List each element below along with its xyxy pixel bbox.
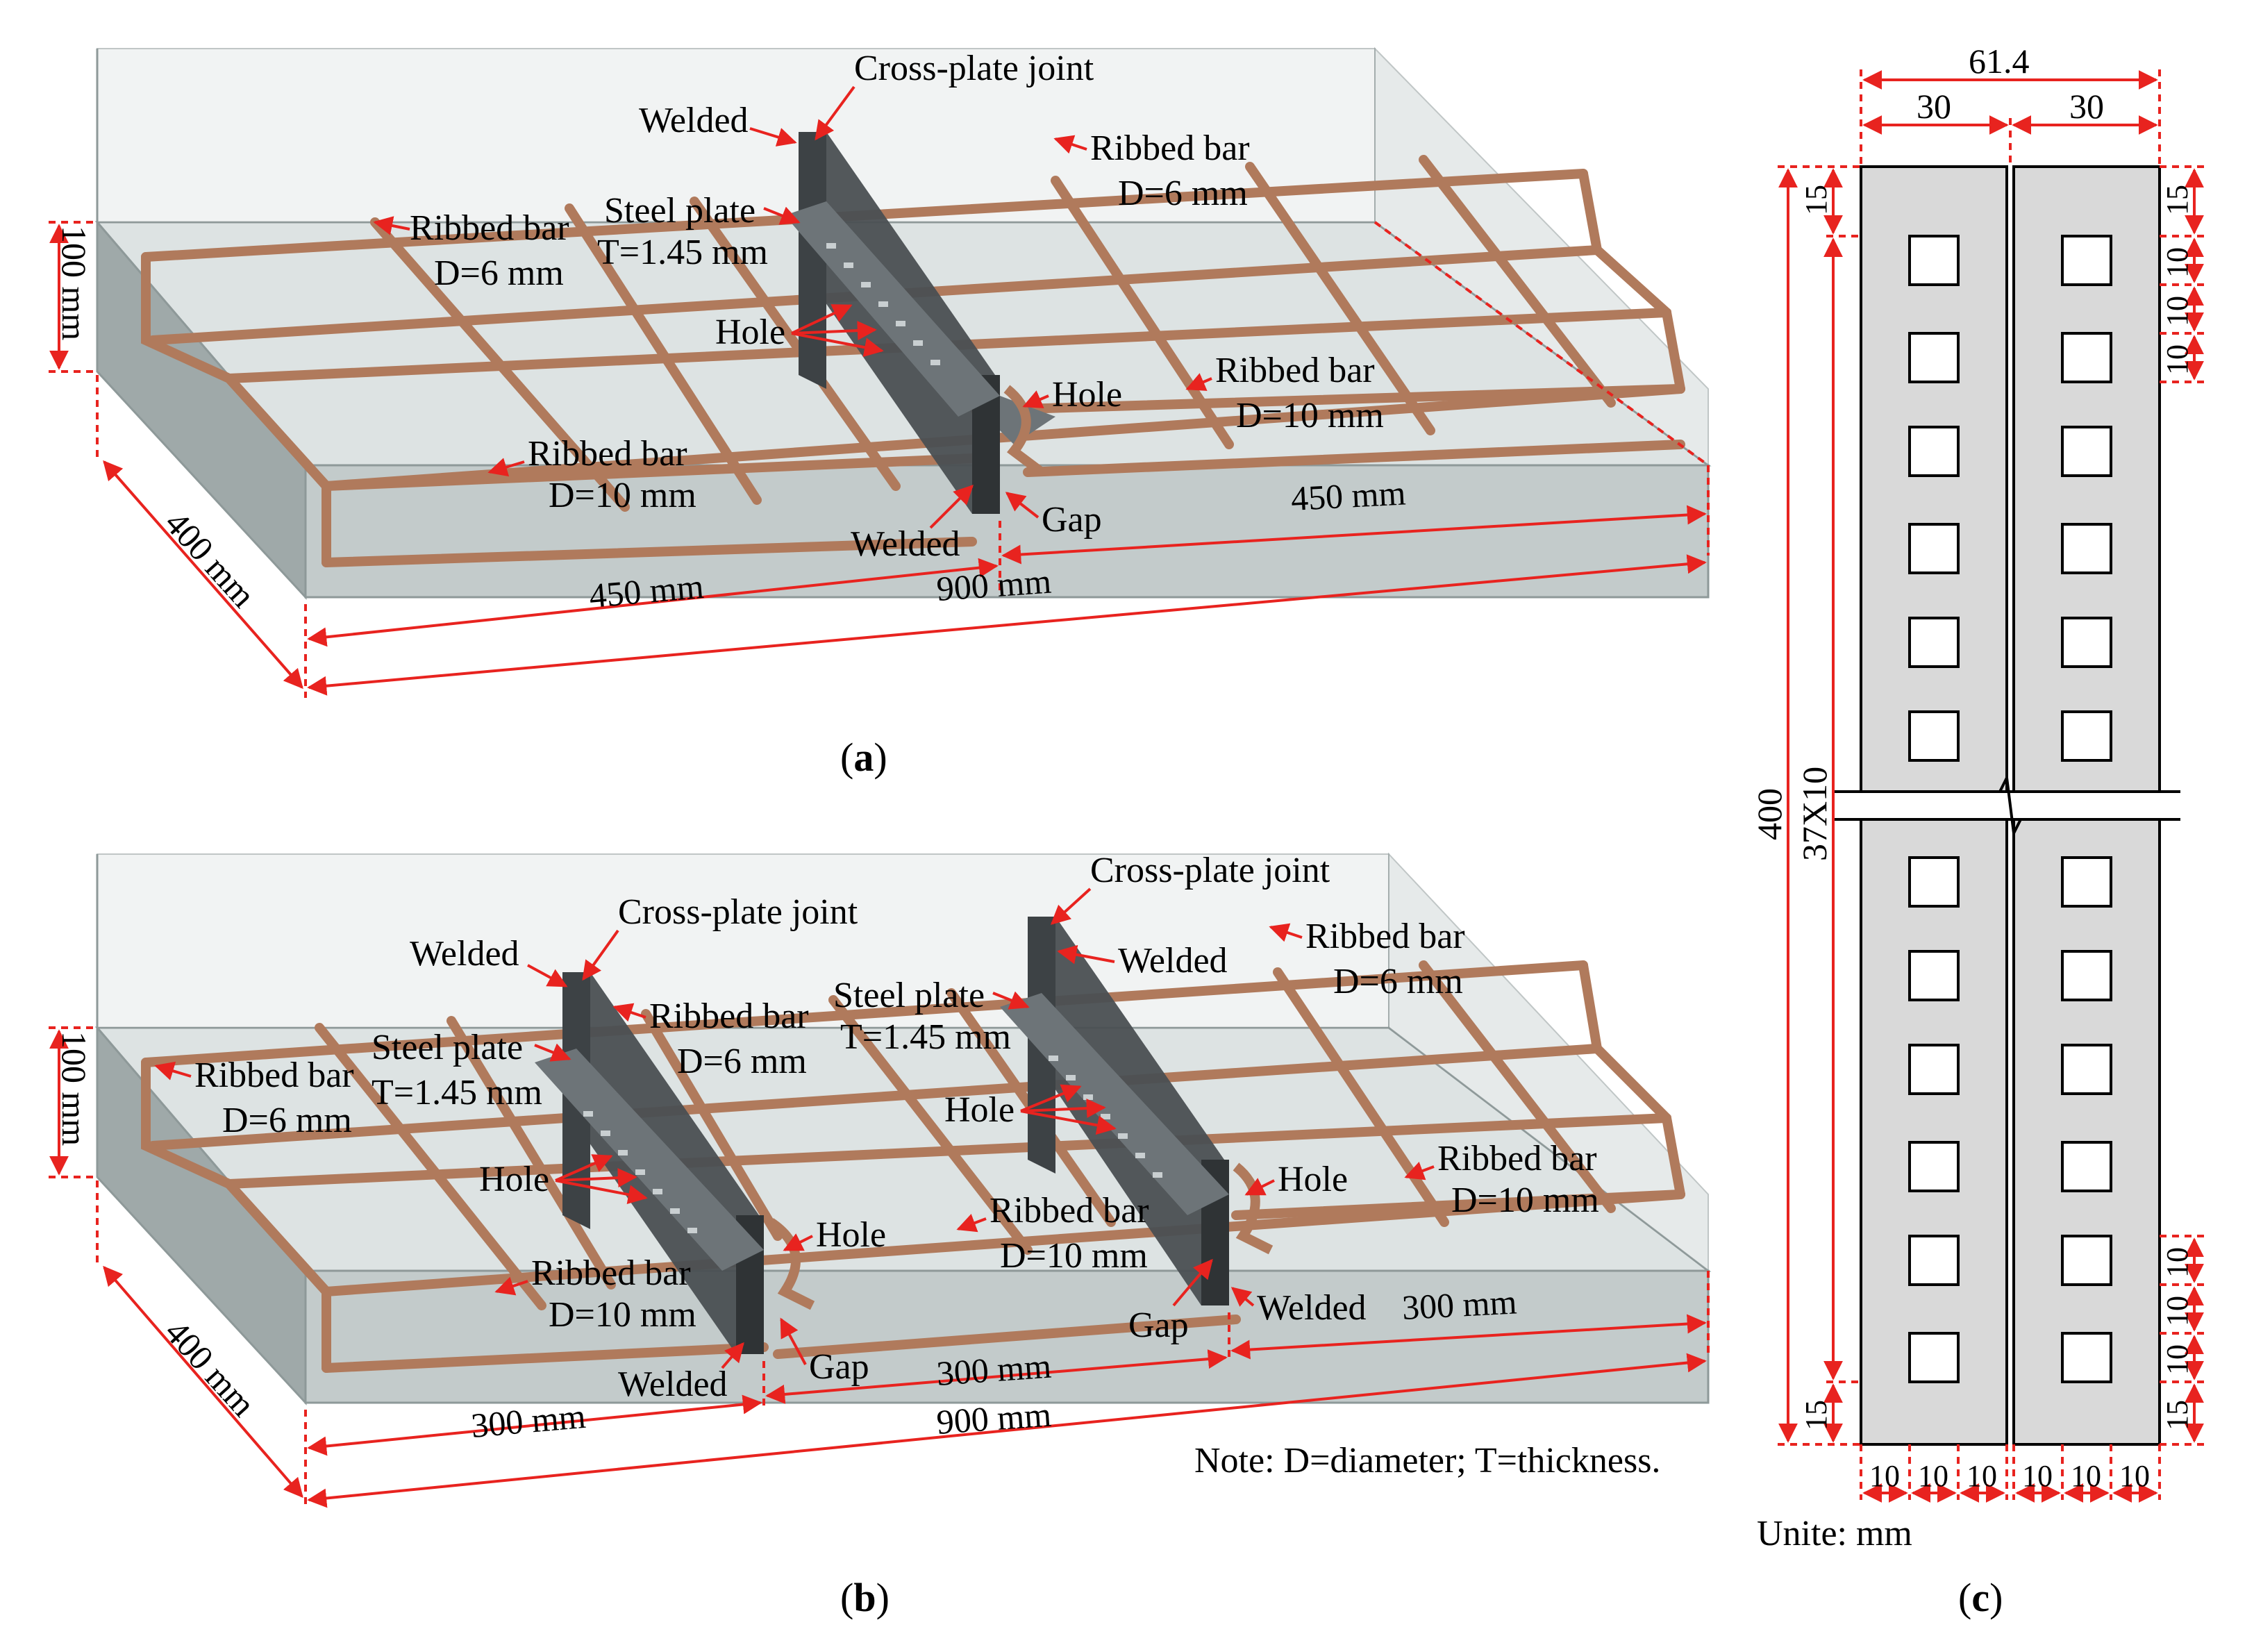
dim-bottom-10-3-c: 10: [1967, 1459, 1997, 1493]
label-ribbed-bar-4-dia-b: D=10 mm: [1451, 1180, 1599, 1220]
label-cross-plate-joint-a: Cross-plate joint: [854, 49, 1094, 88]
rebar-cage-b: [141, 960, 1685, 1373]
dim-hole-pitch-c: 37X10: [1795, 767, 1834, 861]
label-ribbed-bar-2-dia-b: D=6 mm: [677, 1042, 807, 1081]
dim-height-b: 100 mm: [55, 1031, 94, 1146]
dim-right-bot-10b-c: 10: [2160, 1296, 2194, 1326]
dim-bottom-10-5-c: 10: [2071, 1459, 2101, 1493]
dim-right-bot-10c-c: 10: [2160, 1344, 2194, 1375]
label-ribbed-bar-1-dia-a: D=6 mm: [434, 253, 564, 293]
label-ribbed-bar-4-dia-a: D=10 mm: [549, 476, 696, 515]
dim-total-len-b: 900 mm: [935, 1395, 1053, 1442]
label-welded-mid-b: Welded: [1257, 1288, 1367, 1328]
dim-text-c: 61.4 30 30 400 37X10 15 15 15 10 10 10 1…: [1750, 42, 2194, 1493]
panel-a: Welded Cross-plate joint Ribbed bar D=6 …: [49, 47, 1712, 780]
label-welded-right-top-b: Welded: [1118, 941, 1228, 981]
dim-bottom-10-1-c: 10: [1869, 1459, 1900, 1493]
cross-plate-b-left: [535, 972, 815, 1354]
steel-plate-drawing: [1860, 165, 2161, 1446]
plate-holes: [1908, 235, 2112, 1383]
label-ribbed-bar-2-dia-a: D=6 mm: [1118, 174, 1248, 213]
label-welded-bottom-a: Welded: [851, 524, 960, 564]
label-ribbed-bar-4-b: Ribbed bar: [1437, 1139, 1597, 1178]
label-welded-top-a: Welded: [639, 101, 749, 140]
dim-total-width-c: 61.4: [1969, 42, 2030, 81]
unit-note: Unite: mm: [1757, 1514, 1912, 1553]
label-ribbed-bar-5-b: Ribbed bar: [990, 1191, 1149, 1230]
label-hole-4-b: Hole: [1278, 1160, 1348, 1199]
label-hole-right-a: Hole: [1052, 375, 1122, 415]
label-steel-plate-2-thk-b: T=1.45 mm: [840, 1017, 1011, 1057]
label-ribbed-bar-1-b: Ribbed bar: [194, 1056, 354, 1095]
panel-b: Welded Cross-plate joint Cross-plate joi…: [49, 851, 1712, 1620]
label-ribbed-bar-3-b: Ribbed bar: [1305, 917, 1465, 956]
label-ribbed-bar-3-dia-a: D=10 mm: [1236, 396, 1384, 435]
cross-plate-a: [785, 132, 1055, 514]
dim-height-a: 100 mm: [55, 226, 94, 340]
caption-c: (c): [1958, 1575, 2003, 1620]
dim-bottom-10-4-c: 10: [2022, 1459, 2053, 1493]
label-gap-left-b: Gap: [809, 1347, 869, 1387]
dim-seg-2-b: 300 mm: [935, 1346, 1053, 1393]
dim-bottom-10-6-c: 10: [2119, 1459, 2150, 1493]
label-ribbed-bar-2-b: Ribbed bar: [649, 996, 809, 1036]
dim-total-height-c: 400: [1750, 788, 1789, 840]
dim-seg-3-b: 300 mm: [1401, 1282, 1518, 1327]
label-hole-2-b: Hole: [816, 1215, 886, 1255]
label-ribbed-bar-5-dia-b: D=10 mm: [1000, 1236, 1148, 1276]
dim-right-len-a: 450 mm: [1290, 473, 1407, 518]
label-hole-left-a: Hole: [715, 312, 785, 352]
note: Note: D=diameter; T=thickness.: [1194, 1441, 1660, 1480]
label-ribbed-bar-4-a: Ribbed bar: [528, 434, 687, 474]
dim-top-margin-left-c: 15: [1799, 185, 1833, 215]
dims-b: [49, 1026, 1710, 1508]
dim-right-bot-10a-c: 10: [2160, 1247, 2194, 1278]
label-welded-bottom-b: Welded: [618, 1365, 728, 1404]
label-gap-a: Gap: [1042, 500, 1102, 540]
label-ribbed-bar-3-dia-b: D=6 mm: [1333, 962, 1463, 1001]
label-steel-plate-thk-a: T=1.45 mm: [597, 233, 768, 272]
label-ribbed-bar-6-dia-b: D=10 mm: [549, 1295, 696, 1335]
caption-a: (a): [840, 735, 887, 780]
label-cross-plate-joint-right-b: Cross-plate joint: [1090, 851, 1330, 890]
label-hole-1-b: Hole: [479, 1160, 549, 1199]
dim-bottom-margin-left-c: 15: [1799, 1400, 1833, 1430]
panel-b-labels: Welded Cross-plate joint Cross-plate joi…: [154, 851, 1599, 1404]
dim-right-top-10a-c: 10: [2160, 247, 2194, 278]
break-line: [1833, 773, 2180, 838]
dim-right-top-10b-c: 10: [2160, 296, 2194, 326]
dim-bottom-10-2-c: 10: [1918, 1459, 1948, 1493]
label-ribbed-bar-3-a: Ribbed bar: [1215, 351, 1375, 390]
label-ribbed-bar-1-a: Ribbed bar: [410, 208, 569, 248]
dims-c: [1778, 69, 2205, 1503]
dim-right-top-10c-c: 10: [2160, 344, 2194, 375]
label-cross-plate-joint-left-b: Cross-plate joint: [618, 892, 858, 932]
dims-a: [49, 221, 1710, 698]
label-steel-plate-2-b: Steel plate: [833, 976, 985, 1015]
dim-right-half-c: 30: [2069, 87, 2104, 126]
label-hole-3-b: Hole: [944, 1090, 1015, 1130]
label-ribbed-bar-6-b: Ribbed bar: [531, 1253, 691, 1293]
label-steel-plate-1-b: Steel plate: [372, 1028, 523, 1067]
label-steel-plate-a: Steel plate: [604, 191, 755, 231]
label-ribbed-bar-2-a: Ribbed bar: [1090, 128, 1250, 168]
label-ribbed-bar-1-dia-b: D=6 mm: [222, 1101, 352, 1140]
dim-top-margin-right-c: 15: [2160, 185, 2194, 215]
label-steel-plate-1-thk-b: T=1.45 mm: [372, 1073, 542, 1112]
label-welded-left-top-b: Welded: [410, 934, 519, 974]
label-gap-right-b: Gap: [1128, 1305, 1189, 1345]
dim-total-len-a: 900 mm: [935, 562, 1053, 608]
dim-bottom-margin-right-c: 15: [2160, 1400, 2194, 1430]
dim-left-half-c: 30: [1917, 87, 1951, 126]
panel-c: 61.4 30 30 400 37X10 15 15 15 10 10 10 1…: [1750, 42, 2205, 1620]
caption-b: (b): [840, 1575, 890, 1620]
